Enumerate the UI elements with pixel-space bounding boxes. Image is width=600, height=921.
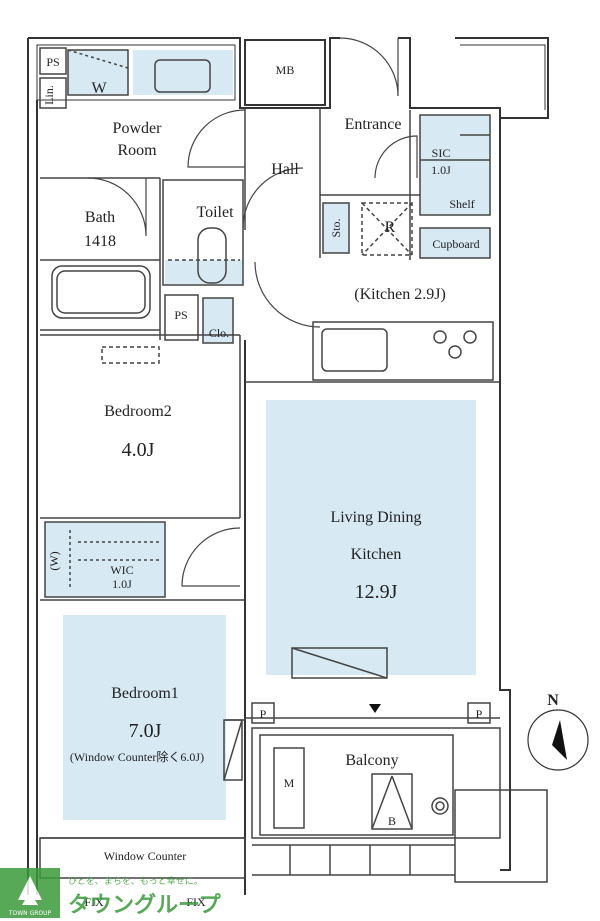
- label-clo: Clo.: [209, 326, 229, 340]
- label-b: B: [388, 814, 396, 828]
- label-wic-1: WIC: [110, 563, 133, 577]
- watermark-tagline: ひとを、まちを、もっと幸せに。: [68, 876, 203, 887]
- sic-fill: [420, 115, 490, 215]
- label-bedroom2-size: 4.0J: [122, 439, 155, 461]
- sto-fill: [323, 203, 349, 253]
- watermark-logo-text: TOWN GROUP: [8, 910, 52, 917]
- label-wic-2: 1.0J: [112, 577, 132, 591]
- cupboard-fill: [420, 228, 490, 258]
- label-w: W: [91, 80, 107, 97]
- ldk-floor-fill: [266, 400, 476, 675]
- label-ps-top: PS: [46, 55, 59, 69]
- label-p-left: P: [260, 707, 267, 721]
- label-entrance: Entrance: [345, 116, 402, 133]
- window-marker-icon: [369, 704, 381, 713]
- label-r: R: [385, 219, 396, 236]
- compass-north-label: N: [547, 692, 559, 709]
- label-sto: Sto.: [329, 218, 343, 237]
- w-fill: [68, 50, 128, 95]
- room-labels: PS W Lin. MB Powder Room Entrance SIC 1.…: [42, 55, 559, 909]
- label-cupboard: Cupboard: [432, 237, 479, 251]
- label-shelf: Shelf: [449, 197, 474, 211]
- compass-icon: [527, 709, 589, 771]
- label-bedroom2-name: Bedroom2: [104, 403, 172, 420]
- watermark: TOWN GROUP ひとを、まちを、もっと幸せに。 タウングループ: [0, 868, 222, 918]
- door-swings: [87, 37, 418, 587]
- label-kitchen: (Kitchen 2.9J): [354, 286, 446, 303]
- label-p-right: P: [476, 707, 483, 721]
- label-sic-2: 1.0J: [431, 163, 451, 177]
- vanity-fill: [133, 50, 233, 95]
- label-hall: Hall: [271, 161, 299, 178]
- label-m: M: [284, 776, 295, 790]
- label-bath-2: 1418: [84, 233, 116, 250]
- toilet-counter-fill: [165, 260, 243, 284]
- label-mb: MB: [276, 63, 295, 77]
- label-ldk-size: 12.9J: [355, 581, 398, 603]
- label-bedroom1-note: (Window Counter除く6.0J): [70, 749, 204, 764]
- label-bath-1: Bath: [85, 209, 115, 226]
- label-ldk-2: Kitchen: [351, 546, 402, 563]
- label-balcony: Balcony: [345, 752, 398, 769]
- tree-icon: [18, 876, 42, 905]
- label-bedroom1-name: Bedroom1: [111, 685, 179, 702]
- label-window-counter: Window Counter: [104, 849, 187, 863]
- label-ldk-1: Living Dining: [330, 509, 421, 526]
- label-powder-room-1: Powder: [113, 120, 163, 137]
- label-fix-right: FIX: [186, 895, 206, 909]
- label-powder-room-2: Room: [117, 142, 157, 159]
- label-wic-w: (W): [47, 551, 61, 570]
- interior-walls: [39, 47, 548, 883]
- walls: [27, 37, 549, 895]
- label-lin: Lin.: [42, 85, 56, 105]
- label-ps-mid: PS: [174, 308, 187, 322]
- blue-areas: [45, 50, 490, 820]
- label-bedroom1-size: 7.0J: [129, 720, 162, 742]
- bedroom1-floor-fill: [63, 615, 226, 820]
- label-fix-left: FIX: [84, 895, 104, 909]
- label-sic-1: SIC: [432, 146, 451, 160]
- label-toilet: Toilet: [196, 204, 234, 221]
- watermark-brand: タウングループ: [68, 892, 222, 918]
